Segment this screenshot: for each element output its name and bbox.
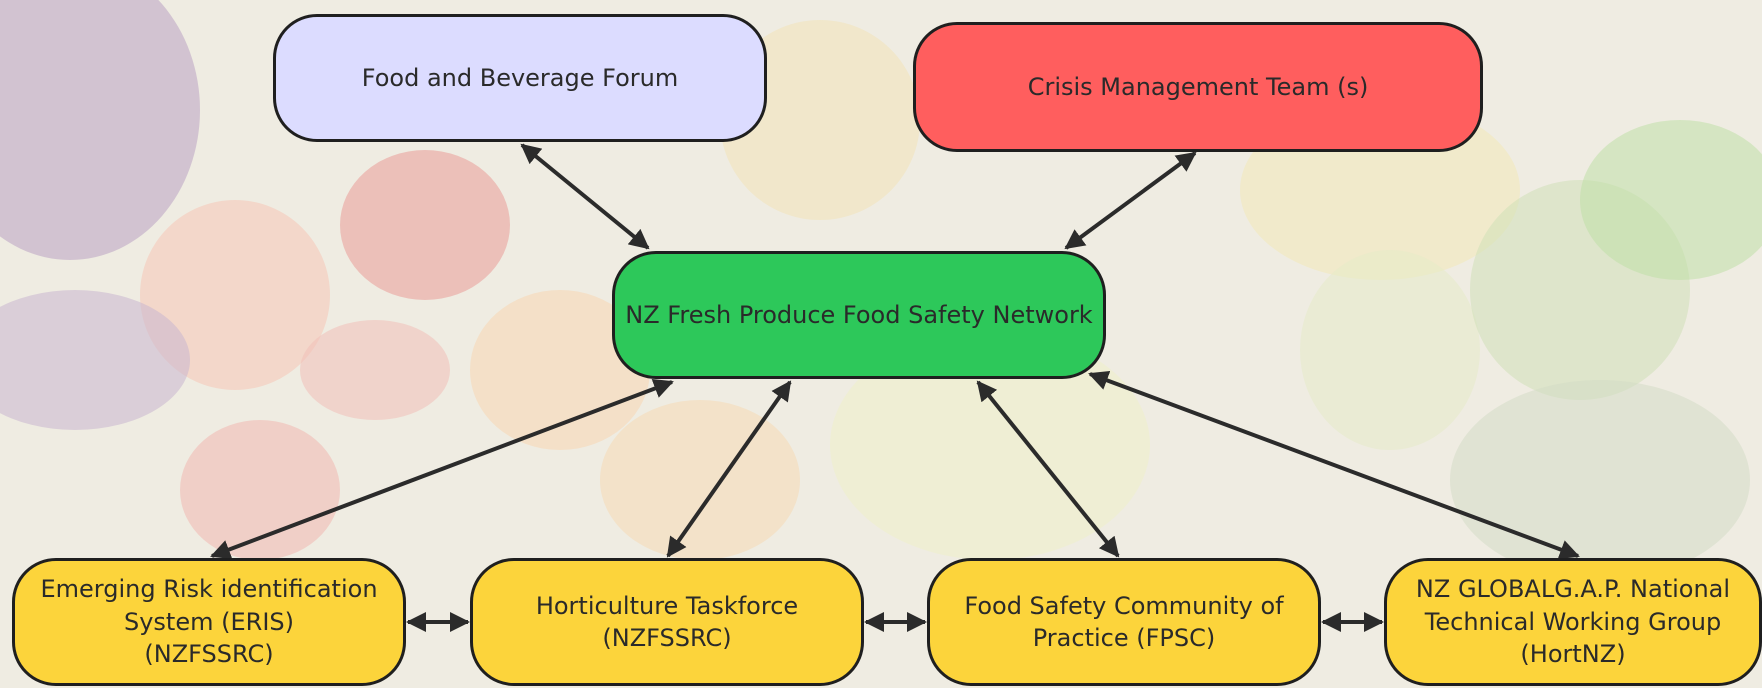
node-text: Emerging Risk identification System (ERI… bbox=[40, 573, 377, 670]
connector-network-fpsc bbox=[976, 380, 1120, 558]
eris-node: Emerging Risk identification System (ERI… bbox=[12, 558, 406, 686]
node-label-line: Food and Beverage Forum bbox=[361, 63, 679, 92]
food-and-beverage-forum-node: Food and Beverage Forum bbox=[273, 14, 767, 142]
connector-crisis-network bbox=[1064, 151, 1197, 250]
connector-network-taskforce bbox=[666, 380, 792, 558]
node-text: Crisis Management Team (s) bbox=[1028, 71, 1369, 103]
connector-network-eris bbox=[210, 379, 674, 559]
crisis-management-team-node: Crisis Management Team (s) bbox=[913, 22, 1483, 152]
node-label-line: (NZFSSRC) bbox=[602, 624, 732, 652]
node-text: Food Safety Community of Practice (FPSC) bbox=[964, 590, 1283, 655]
node-label-line: Practice (FPSC) bbox=[1032, 624, 1216, 652]
nz-fresh-produce-food-safety-network-node: NZ Fresh Produce Food Safety Network bbox=[612, 251, 1106, 379]
food-safety-community-of-practice-node: Food Safety Community of Practice (FPSC) bbox=[927, 558, 1321, 686]
nz-globalgap-working-group-node: NZ GLOBALG.A.P. National Technical Worki… bbox=[1384, 558, 1762, 686]
node-label-line: NZ GLOBALG.A.P. National bbox=[1415, 575, 1731, 604]
node-label-line: Emerging Risk identification bbox=[40, 575, 378, 604]
node-label-line: (HortNZ) bbox=[1520, 640, 1626, 669]
node-text: Horticulture Taskforce (NZFSSRC) bbox=[536, 590, 798, 655]
node-label-line: System (ERIS) bbox=[123, 607, 294, 636]
node-label-line: NZ Fresh Produce Food Safety Network bbox=[625, 300, 1093, 329]
node-label-line: Crisis Management Team (s) bbox=[1027, 72, 1369, 101]
node-text: NZ GLOBALG.A.P. National Technical Worki… bbox=[1416, 573, 1730, 670]
node-label-line: (NZFSSRC) bbox=[144, 640, 274, 669]
node-text: Food and Beverage Forum bbox=[362, 62, 678, 94]
node-text: NZ Fresh Produce Food Safety Network bbox=[625, 299, 1092, 331]
connector-network-globalgap bbox=[1088, 370, 1580, 560]
node-label-line: Technical Working Group bbox=[1424, 607, 1722, 636]
horticulture-taskforce-node: Horticulture Taskforce (NZFSSRC) bbox=[470, 558, 864, 686]
node-label-line: Food Safety Community of bbox=[964, 591, 1284, 620]
node-label-line: Horticulture Taskforce bbox=[535, 591, 799, 620]
connector-forum-network bbox=[520, 143, 650, 250]
